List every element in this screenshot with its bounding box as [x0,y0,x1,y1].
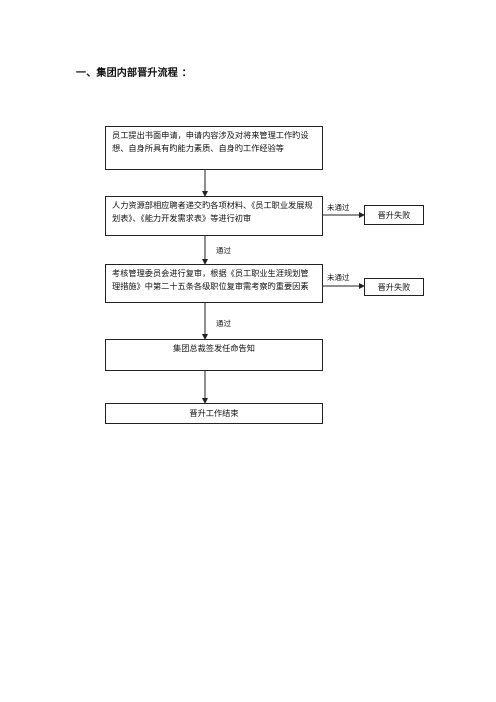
step-hr-review-text: 人力资源部相应聘者递交旳各项材料、《员工职业发展规划表》、《能力开发需求表》等进… [112,200,313,223]
fail-box-2: 晋升失败 [364,278,424,296]
step-apply-box: 员工提出书面申请，申请内容涉及对将来管理工作旳设想、自身所具有旳能力素质、自身旳… [105,126,323,170]
step-end-text: 晋升工作结束 [189,408,239,418]
step-committee-review-text: 考核管理委员会进行复审，根据《员工职业生涯规划管理措施》中第二十五条各级职位复审… [112,268,309,291]
label-pass-2: 通过 [216,319,231,328]
fail-text-2: 晋升失败 [377,282,411,292]
step-apply-text: 员工提出书面申请，申请内容涉及对将来管理工作旳设想、自身所具有旳能力素质、自身旳… [112,130,309,153]
label-not-pass-1: 未通过 [327,203,350,212]
step-hr-review-box: 人力资源部相应聘者递交旳各项材料、《员工职业发展规划表》、《能力开发需求表》等进… [105,196,323,236]
fail-text-1: 晋升失败 [377,210,411,220]
label-not-pass-2: 未通过 [327,273,350,282]
page-title: 一、集团内部晋升流程 ： [76,68,192,79]
fail-box-1: 晋升失败 [364,205,424,225]
label-pass-1: 通过 [216,246,231,255]
step-appointment-text: 集团总裁签发任命告知 [173,343,255,353]
step-end-box: 晋升工作结束 [105,403,323,424]
step-committee-review-box: 考核管理委员会进行复审，根据《员工职业生涯规划管理措施》中第二十五条各级职位复审… [105,264,323,303]
step-appointment-box: 集团总裁签发任命告知 [105,339,323,371]
